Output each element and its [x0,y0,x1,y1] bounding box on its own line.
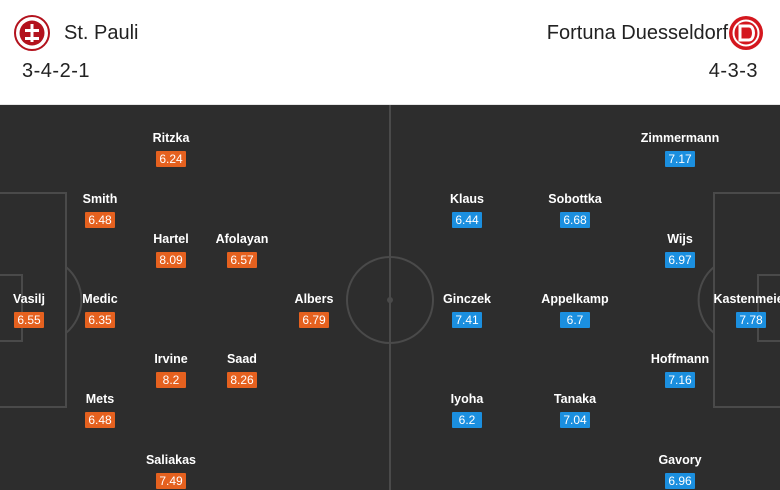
pitch-markings [0,105,780,490]
player-name: Wijs [667,232,693,246]
player-appelkamp[interactable]: Appelkamp 6.7 [530,292,620,329]
player-name: Gavory [658,453,702,467]
match-header: St. Pauli 3-4-2-1 Fortuna Duesseldorf 4-… [0,0,780,105]
player-rating: 6.68 [560,212,590,228]
player-rating: 6.96 [665,473,695,489]
player-klaus[interactable]: Klaus 6.44 [422,192,512,229]
player-name: Smith [82,192,118,206]
player-rating: 8.2 [156,372,186,388]
player-rating: 6.35 [85,312,115,328]
player-vasilj[interactable]: Vasilj 6.55 [0,292,74,329]
player-rating: 6.48 [85,212,115,228]
player-rating: 7.17 [665,151,695,167]
away-team-name[interactable]: Fortuna Duesseldorf [546,22,728,44]
player-rating: 8.09 [156,252,186,268]
player-rating: 7.78 [736,312,766,328]
player-rating: 6.55 [14,312,44,328]
away-formation: 4-3-3 [708,60,758,82]
player-hoffmann[interactable]: Hoffmann 7.16 [635,352,725,389]
fortuna-duesseldorf-crest-icon [729,16,763,50]
player-name: Sobottka [548,192,602,206]
player-name: Ritzka [152,131,190,145]
player-afolayan[interactable]: Afolayan 6.57 [197,232,287,269]
player-rating: 6.24 [156,151,186,167]
player-name: Saliakas [145,453,197,467]
player-name: Hoffmann [650,352,710,366]
st-pauli-crest-icon [14,15,50,51]
player-tanaka[interactable]: Tanaka 7.04 [530,392,620,429]
player-name: Vasilj [13,292,45,306]
player-rating: 7.49 [156,473,186,489]
player-rating: 6.2 [452,412,482,428]
player-rating: 6.48 [85,412,115,428]
player-name: Albers [294,292,334,306]
home-penalty-arc [65,266,83,334]
player-rating: 7.41 [452,312,482,328]
player-saad[interactable]: Saad 8.26 [197,352,287,389]
player-ginczek[interactable]: Ginczek 7.41 [422,292,512,329]
player-name: Irvine [154,352,188,366]
player-name: Hartel [153,232,189,246]
player-name: Appelkamp [541,292,609,306]
player-name: Ginczek [443,292,491,306]
player-mets[interactable]: Mets 6.48 [55,392,145,429]
center-circle [346,256,434,344]
center-spot [387,297,393,303]
player-smith[interactable]: Smith 6.48 [55,192,145,229]
player-ritzka[interactable]: Ritzka 6.24 [126,131,216,168]
player-name: Kastenmeier [713,292,780,306]
player-name: Tanaka [553,392,597,406]
player-albers[interactable]: Albers 6.79 [269,292,359,329]
player-irvine[interactable]: Irvine 8.2 [126,352,216,389]
player-saliakas[interactable]: Saliakas 7.49 [126,453,216,490]
away-penalty-box [713,192,780,408]
player-rating: 7.16 [665,372,695,388]
player-rating: 6.7 [560,312,590,328]
away-goal-box [757,274,780,342]
player-name: Medic [82,292,118,306]
player-rating: 6.97 [665,252,695,268]
player-rating: 6.44 [452,212,482,228]
player-medic[interactable]: Medic 6.35 [55,292,145,329]
away-penalty-arc [697,266,715,334]
player-rating: 7.04 [560,412,590,428]
player-wijs[interactable]: Wijs 6.97 [635,232,725,269]
home-team-name[interactable]: St. Pauli [64,22,139,44]
player-name: Afolayan [215,232,269,246]
player-name: Klaus [449,192,485,206]
player-iyoha[interactable]: Iyoha 6.2 [422,392,512,429]
home-penalty-box [0,192,67,408]
player-name: Saad [227,352,257,366]
player-kastenmeier[interactable]: Kastenmeier 7.78 [706,292,780,329]
player-name: Mets [85,392,115,406]
player-rating: 8.26 [227,372,257,388]
home-formation: 3-4-2-1 [22,60,90,82]
player-zimmermann[interactable]: Zimmermann 7.17 [635,131,725,168]
player-rating: 6.79 [299,312,329,328]
player-name: Zimmermann [640,131,720,145]
pitch: Vasilj 6.55 Smith 6.48 Medic 6.35 Mets 6… [0,105,780,490]
player-sobottka[interactable]: Sobottka 6.68 [530,192,620,229]
player-gavory[interactable]: Gavory 6.96 [635,453,725,490]
player-hartel[interactable]: Hartel 8.09 [126,232,216,269]
player-name: Iyoha [450,392,484,406]
player-rating: 6.57 [227,252,257,268]
home-goal-box [0,274,23,342]
